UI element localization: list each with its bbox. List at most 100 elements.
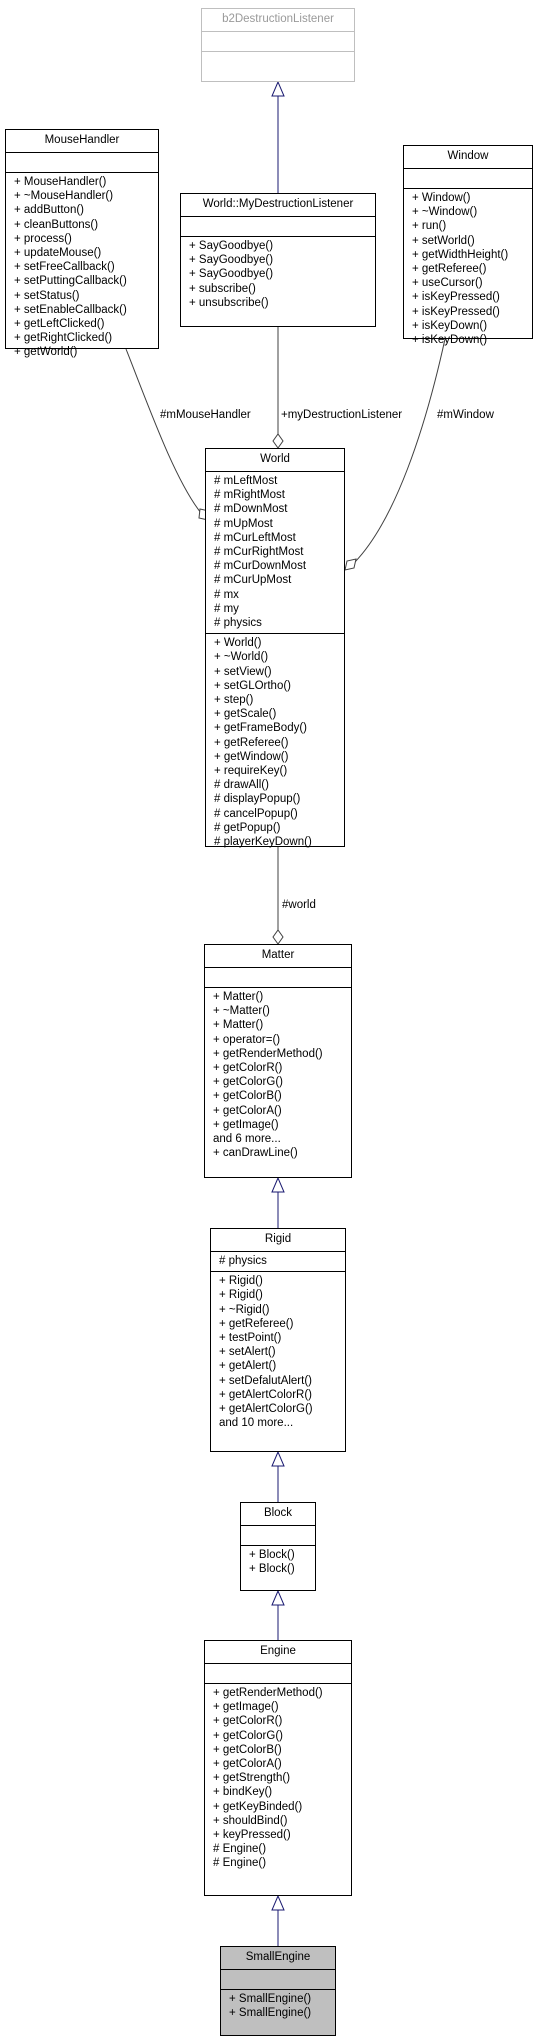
method-item: + getImage() <box>213 1701 279 1714</box>
attribute-section <box>221 1969 335 1989</box>
association-label-world: #world <box>282 899 316 911</box>
attribute-section <box>6 152 158 172</box>
attribute-item: # mUpMost <box>214 517 273 530</box>
class-b2destructionlistener[interactable]: b2DestructionListener <box>201 8 355 82</box>
method-item: + Window() <box>412 192 471 204</box>
method-item: + setStatus() <box>14 289 80 302</box>
inheritance-arrow <box>271 80 285 97</box>
class-title: SmallEngine <box>245 1951 311 1963</box>
inheritance-arrow <box>271 1589 285 1606</box>
aggregation-diamond <box>272 929 284 945</box>
method-item: + ~MouseHandler() <box>14 190 114 203</box>
attribute-item: # mDownMost <box>214 503 288 516</box>
method-item: + addButton() <box>14 204 85 217</box>
class-title: MouseHandler <box>44 134 120 146</box>
attribute-item: # mCurUpMost <box>214 574 292 587</box>
attribute-section: # physics <box>211 1251 345 1271</box>
attribute-item: # mRightMost <box>214 489 285 502</box>
method-item: # cancelPopup() <box>214 807 298 820</box>
method-item: and 10 more... <box>219 1417 294 1430</box>
method-item: + setPuttingCallback() <box>14 275 127 288</box>
method-item: + operator=() <box>213 1033 281 1046</box>
attribute-item: # mCurDownMost <box>214 560 307 573</box>
method-item: # playerKeyDown() <box>214 836 312 849</box>
method-section: + SayGoodbye()+ SayGoodbye()+ SayGoodbye… <box>181 236 375 313</box>
class-smallengine[interactable]: SmallEngine + SmallEngine()+ SmallEngine… <box>220 1946 336 2036</box>
method-section: + MouseHandler()+ ~MouseHandler()+ addBu… <box>6 172 158 363</box>
method-item: + keyPressed() <box>213 1829 291 1842</box>
aggregation-diamond <box>344 558 357 571</box>
method-section: + Window() + ~Window()+ run()+ setWorld()… <box>404 188 532 350</box>
method-item: + getFrameBody() <box>214 722 307 735</box>
method-item: + getColorG() <box>213 1729 283 1742</box>
attribute-item: # mCurRightMost <box>214 546 304 559</box>
class-title: Matter <box>261 949 295 961</box>
attribute-section <box>202 31 354 51</box>
method-item: + run() <box>412 220 447 233</box>
class-engine[interactable]: Engine + getRenderMethod()+ getImage()+ … <box>204 1640 352 1896</box>
method-item: + setGLOrtho() <box>214 679 292 692</box>
class-title: World <box>260 453 290 465</box>
method-item: + getReferee() <box>214 736 289 749</box>
method-item: + getWindow() <box>214 750 289 763</box>
method-item: # drawAll() <box>214 779 269 792</box>
class-title: Block <box>263 1507 293 1519</box>
method-item: + isKeyPressed() <box>412 305 500 318</box>
method-section <box>202 51 354 71</box>
class-title: b2DestructionListener <box>222 13 334 25</box>
method-item: + setWorld() <box>412 234 475 247</box>
class-title: Window <box>447 150 489 162</box>
association-line <box>354 338 446 563</box>
method-item: + SmallEngine() <box>229 1993 312 2005</box>
method-item: + getColorA() <box>213 1758 282 1771</box>
method-item: + SmallEngine() <box>229 2007 312 2020</box>
class-matter[interactable]: Matter + Matter()+ ~Matter()+ Matter()+ … <box>204 944 352 1178</box>
method-section: + SmallEngine() + SmallEngine() <box>221 1989 335 2023</box>
class-mousehandler[interactable]: MouseHandler + MouseHandler()+ ~MouseHan… <box>5 129 159 358</box>
method-item: # Engine() <box>213 1857 267 1870</box>
attribute-item: # physics <box>214 617 262 630</box>
method-item: + ~Window() <box>412 206 478 219</box>
method-item: + Rigid() <box>219 1275 263 1288</box>
association-label-mousehandler: #mMouseHandler <box>160 409 251 421</box>
method-item: + ~Matter() <box>213 1005 270 1018</box>
method-item: + subscribe() <box>189 282 256 295</box>
method-item: + setDefalutAlert() <box>219 1374 312 1387</box>
method-item: + cleanButtons() <box>14 218 99 231</box>
method-item: + Matter() <box>213 1019 264 1032</box>
method-item: # getPopup() <box>214 821 281 834</box>
class-window[interactable]: Window + Window() + ~Window()+ run()+ set… <box>403 145 533 346</box>
method-item: + getReferee() <box>219 1317 294 1330</box>
method-item: + shouldBind() <box>213 1814 288 1827</box>
method-item: + requireKey() <box>214 765 288 778</box>
class-rigid[interactable]: Rigid # physics + Rigid()+ Rigid()+ ~Rig… <box>210 1228 346 1452</box>
attribute-section <box>205 967 351 987</box>
method-item: + getColorR() <box>213 1062 283 1075</box>
method-item: + canDrawLine() <box>213 1147 298 1160</box>
method-item: + getAlertColorG() <box>219 1403 313 1416</box>
class-world[interactable]: World # mLeftMost# mRightMost# mDownMost… <box>205 448 345 849</box>
class-block[interactable]: Block + Block()+ Block() <box>240 1502 316 1591</box>
method-item: + ~World() <box>214 651 269 664</box>
method-item: + process() <box>14 232 72 245</box>
method-item: + testPoint() <box>219 1332 282 1345</box>
inheritance-arrow <box>271 1176 285 1193</box>
method-item: and 6 more... <box>213 1133 281 1146</box>
method-item: + unsubscribe() <box>189 296 269 309</box>
inheritance-arrow <box>271 1450 285 1467</box>
method-item: + getColorB() <box>213 1090 282 1103</box>
method-item: + getColorB() <box>213 1743 282 1756</box>
attribute-section <box>205 1663 351 1683</box>
method-section: + Block()+ Block() <box>241 1545 315 1579</box>
method-item: + Matter() <box>213 991 264 1003</box>
method-item: + getLeftClicked() <box>14 318 105 331</box>
association-label-mydestructionlistener: +myDestructionListener <box>281 409 403 421</box>
method-item: + World() <box>214 637 262 650</box>
method-section: + Rigid()+ Rigid()+ ~Rigid()+ getReferee… <box>211 1271 345 1433</box>
method-item: + setView() <box>214 665 272 678</box>
method-item: + Block() <box>249 1549 295 1561</box>
method-item: + getKeyBinded() <box>213 1800 303 1813</box>
class-world-mydestructionlistener[interactable]: World::MyDestructionListener + SayGoodby… <box>180 193 376 327</box>
method-item: + getAlert() <box>219 1360 277 1373</box>
attribute-section <box>181 216 375 236</box>
